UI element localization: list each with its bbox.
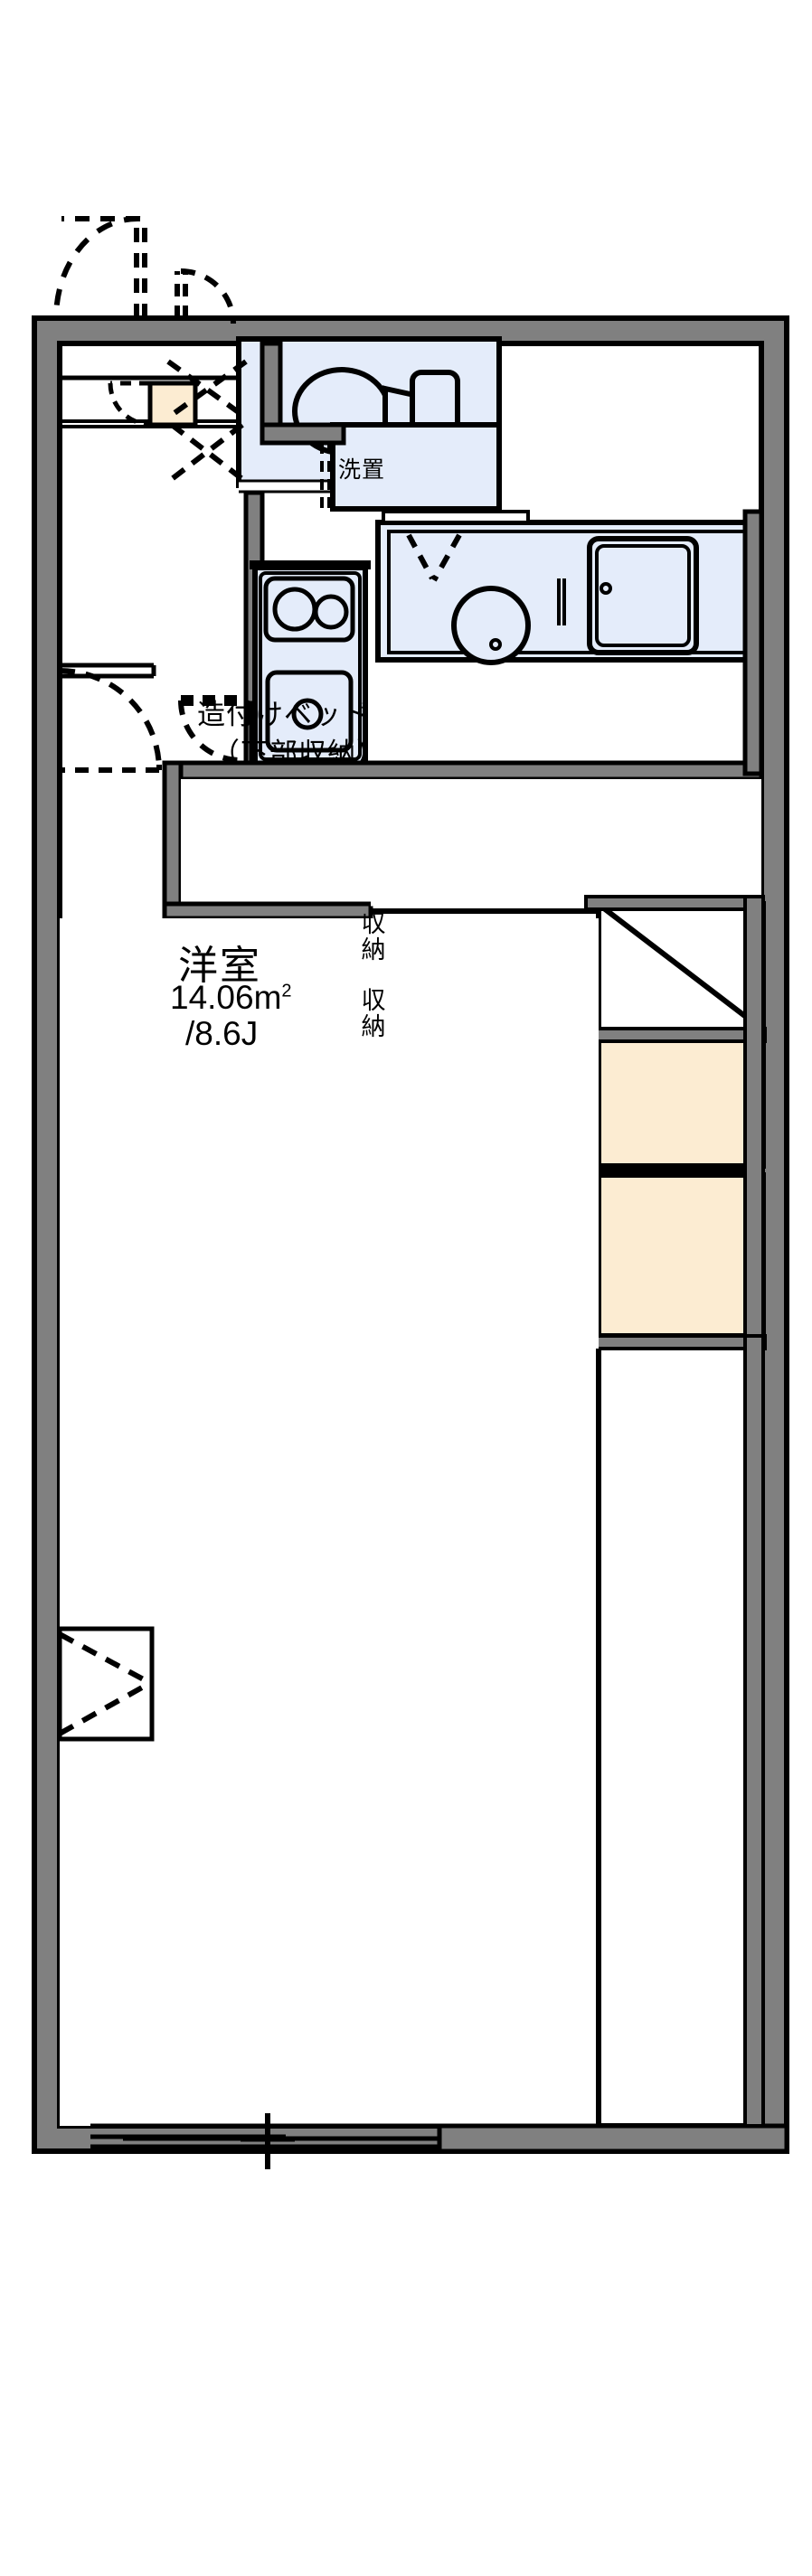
closet-lower-label: 収納 [355,987,392,1041]
built-in-bed-label-line1: 造付けベッド [197,699,371,730]
window-icon-left-lower [57,1626,155,1742]
laundry-label: 洗置 [338,457,386,483]
unit-bath [375,510,764,665]
closet-lower-text: 収納 [361,987,386,1041]
hall-folding-door-icon [166,359,248,482]
room-entry-door-icon [178,695,242,763]
kitchen-counter [250,560,371,767]
main-room-area [60,918,599,2126]
main-room-tatami-label: /8.6J [185,1015,259,1052]
area-unit: m [253,979,282,1016]
built-in-bed-area [162,779,761,921]
closet-block [575,895,767,1350]
window-icon-left-upper [59,663,162,773]
closet-upper-label: 収納 [355,910,392,964]
bathtub-icon [587,536,699,655]
area-value: 14.06 [170,979,254,1016]
main-room-area-label: 14.06m2 [170,979,292,1017]
sink-icon [265,670,354,753]
built-in-bed-label-line2: （下部収納） [212,738,385,769]
sliding-window-icon [90,2113,439,2169]
wash-basin-icon [451,578,566,665]
entry-door-icon [53,215,147,319]
area-unit-exponent: 2 [281,981,292,1001]
laundry-space [320,422,502,512]
closet-bottom-wall [596,1334,765,2128]
closet-upper-text: 収納 [361,910,386,964]
bottom-wall-right [437,2079,789,2154]
main-room-name-label: 洋室 [178,944,261,988]
stove-icon [263,576,355,643]
entry-secondary-door-icon [175,268,236,324]
corridor-partitions [108,341,346,446]
